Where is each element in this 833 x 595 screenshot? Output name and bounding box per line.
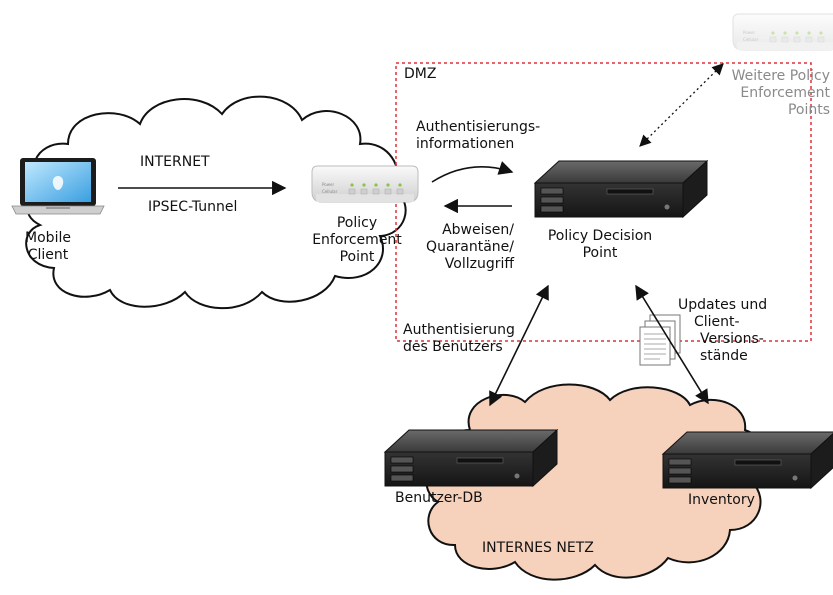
user-auth-arrow — [489, 284, 549, 407]
pdp-label: Policy Decision Point — [547, 228, 653, 261]
updates-arrow — [635, 284, 709, 405]
inventory-label: Inventory — [688, 492, 755, 508]
laptop-icon — [11, 158, 105, 215]
inventory-server-icon — [662, 431, 833, 489]
documents-icon — [639, 314, 681, 366]
other-pep-router-icon — [732, 13, 833, 51]
pdp-server-icon — [534, 160, 708, 218]
user-db-label: Benutzer-DB — [395, 490, 483, 506]
decision-label: Abweisen/ Quarantäne/ Vollzugriff — [426, 222, 514, 272]
dmz-zone-label: DMZ — [404, 66, 437, 82]
auth-info-label: Authentisierungs- informationen — [416, 119, 541, 152]
internal-zone-label: INTERNES NETZ — [482, 540, 594, 556]
user-db-server-icon — [384, 429, 558, 487]
internet-cloud — [25, 95, 407, 310]
updates-label: Updates und Client- Versions- stände — [678, 297, 768, 364]
tunnel-label: IPSEC-Tunnel — [148, 199, 238, 215]
internet-zone-label: INTERNET — [140, 154, 210, 170]
pep-router-icon — [311, 165, 419, 203]
mobile-client-label: Mobile Client — [25, 230, 71, 263]
other-peps-label: Weitere Policy Enforcement Points — [731, 68, 830, 118]
dmz-border — [395, 62, 812, 342]
auth-info-arrow — [431, 161, 514, 183]
user-auth-label: Authentisierung des Benutzers — [403, 322, 515, 355]
pep-label: Policy Enforcement Point — [312, 215, 402, 265]
